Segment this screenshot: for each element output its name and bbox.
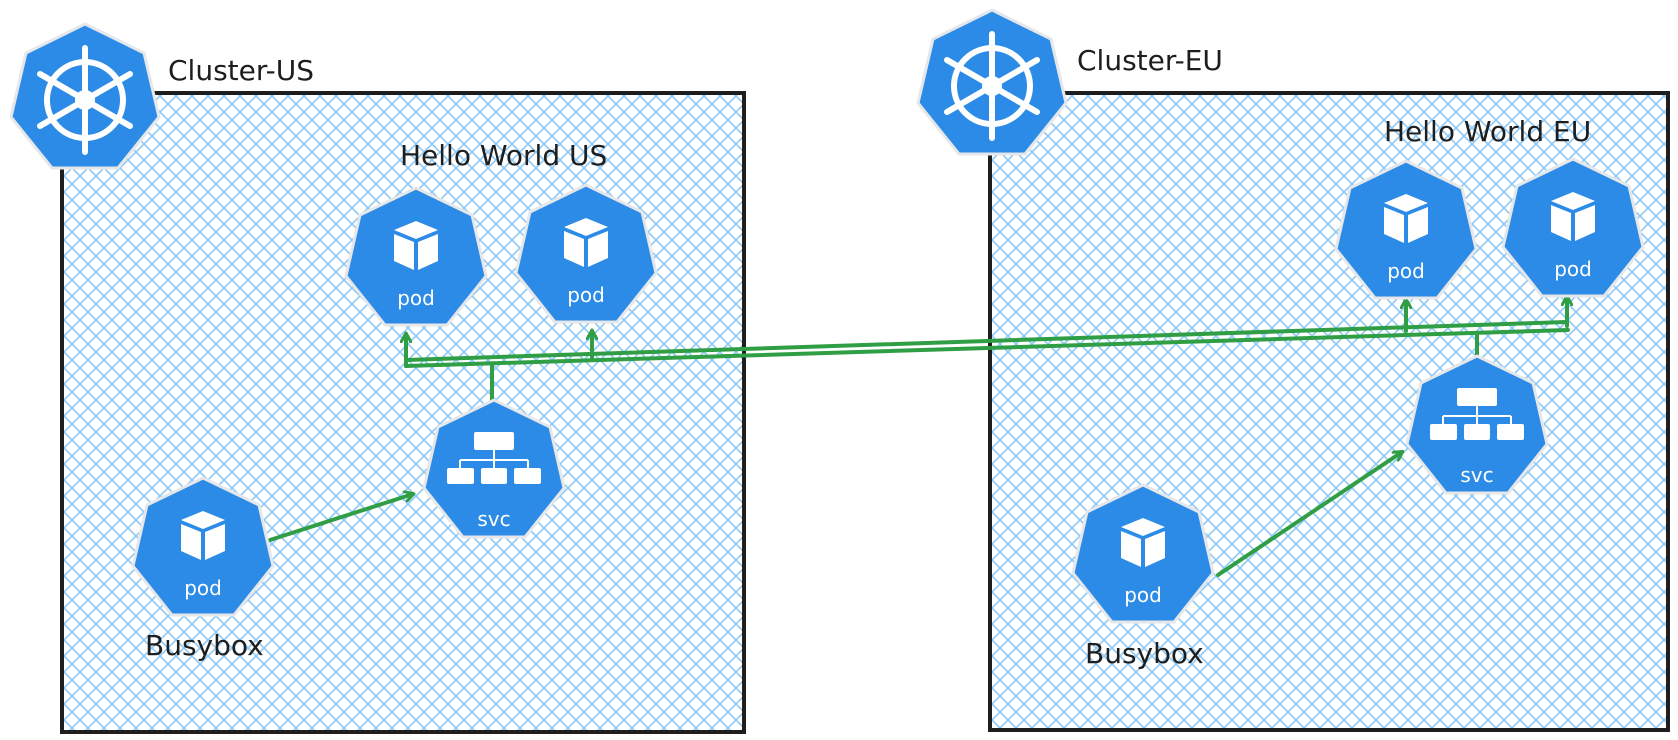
us-busybox-label: Busybox [145, 629, 264, 662]
pod-label: pod [567, 283, 605, 307]
us-busybox-pod: pod [131, 476, 275, 617]
connections [268, 297, 1570, 577]
kubernetes-helm-icon [916, 8, 1068, 156]
hello-world-us-label: Hello World US [400, 139, 607, 172]
pod-label: pod [397, 286, 435, 310]
cross-cluster-bus-line-2 [404, 320, 1569, 362]
pod-label: pod [1124, 583, 1162, 607]
cluster-us-label: Cluster-US [168, 54, 314, 87]
us-busybox-to-svc-arrow [268, 494, 413, 542]
pod-label: pod [1554, 257, 1592, 281]
eu-busybox-pod: pod [1071, 483, 1215, 624]
cluster-eu-label: Cluster-EU [1077, 44, 1223, 77]
eu-svc: svc [1405, 354, 1549, 495]
kubernetes-helm-icon [9, 22, 161, 170]
us-svc: svc [422, 398, 566, 539]
hello-world-eu-label: Hello World EU [1384, 115, 1591, 148]
pod-label: pod [1387, 259, 1425, 283]
svc-label: svc [477, 507, 510, 531]
eu-pod-2: pod [1501, 157, 1645, 298]
us-pod-1: pod [344, 186, 488, 327]
eu-busybox-to-svc-arrow [1216, 452, 1402, 577]
svc-label: svc [1460, 463, 1493, 487]
eu-busybox-label: Busybox [1085, 637, 1204, 670]
us-pod-2: pod [514, 183, 658, 324]
cross-cluster-bus-line [404, 328, 1570, 368]
pod-label: pod [184, 576, 222, 600]
eu-pod-1: pod [1334, 159, 1478, 300]
